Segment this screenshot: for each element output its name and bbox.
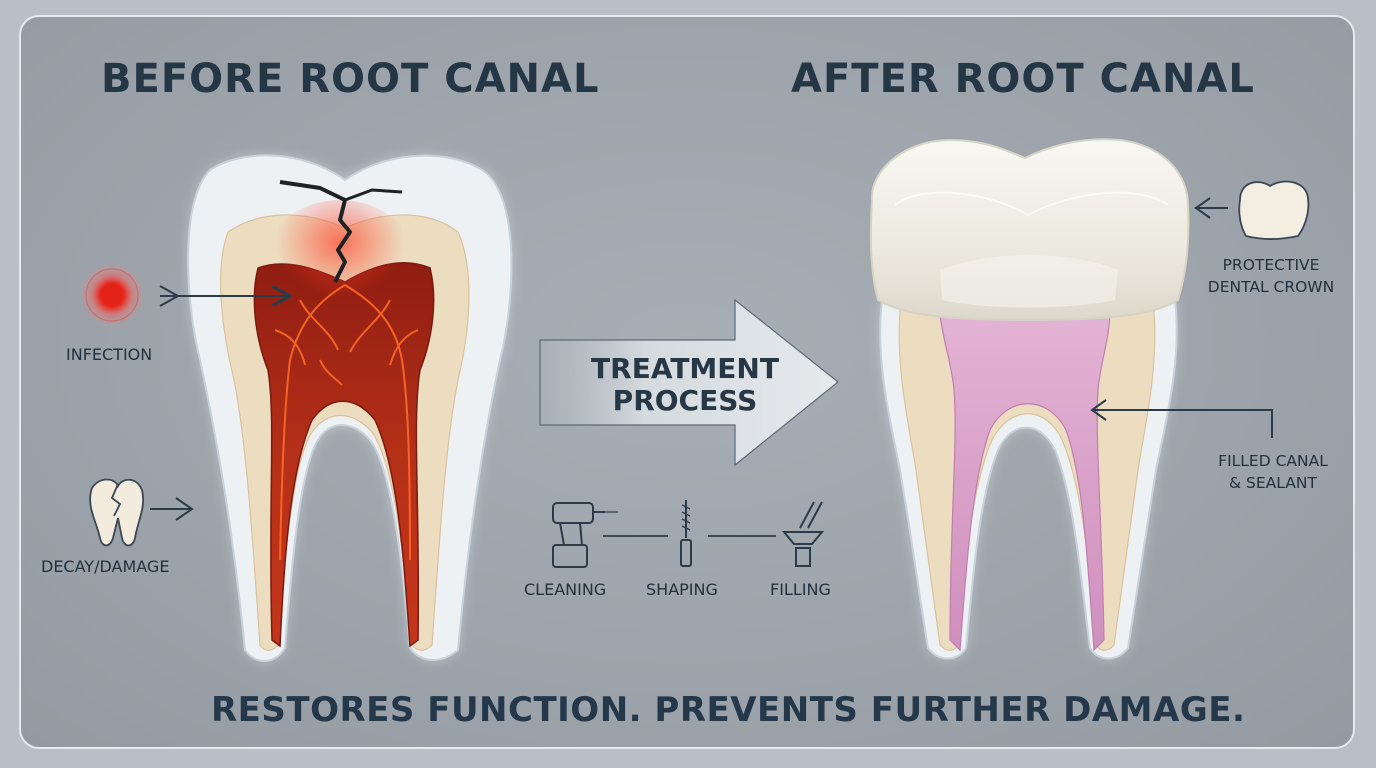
infected-nerves: [274, 284, 419, 561]
decay-label: DECAY/DAMAGE: [41, 557, 170, 576]
arrow-icon: [539, 298, 839, 467]
treatment-line2: PROCESS: [612, 384, 758, 417]
footer-tagline: RESTORES FUNCTION. PREVENTS FURTHER DAMA…: [211, 690, 1246, 730]
step-filling: FILLING: [770, 580, 831, 599]
crown-label-line1: PROTECTIVE: [1222, 256, 1320, 274]
broken-tooth-icon: [89, 478, 144, 547]
step-shaping: SHAPING: [646, 580, 718, 599]
crown-label-line2: DENTAL CROWN: [1207, 278, 1335, 296]
filled-label-line1: FILLED CANAL: [1218, 452, 1328, 470]
filling-tool-icon: [781, 501, 825, 567]
dental-crown-icon: [1238, 180, 1310, 240]
tooth-crack: [279, 180, 352, 283]
before-tooth: [187, 154, 513, 662]
drill-icon: [552, 502, 618, 568]
after-title: AFTER ROOT CANAL: [791, 56, 1255, 102]
treatment-line1: TREATMENT: [591, 352, 779, 385]
after-tooth: [869, 138, 1190, 660]
crown-label: PROTECTIVE DENTAL CROWN: [1196, 254, 1346, 298]
infection-dot-icon: [78, 261, 146, 329]
filled-canal-label: FILLED CANAL & SEALANT: [1200, 450, 1346, 494]
before-title: BEFORE ROOT CANAL: [101, 56, 600, 102]
infection-label: INFECTION: [66, 345, 153, 364]
infected-pulp: [253, 261, 435, 648]
filled-label-line2: & SEALANT: [1229, 474, 1317, 492]
file-icon: [680, 500, 692, 567]
step-cleaning: CLEANING: [524, 580, 607, 599]
treatment-process-label: TREATMENT PROCESS: [570, 353, 800, 417]
filled-canal: [939, 314, 1111, 652]
